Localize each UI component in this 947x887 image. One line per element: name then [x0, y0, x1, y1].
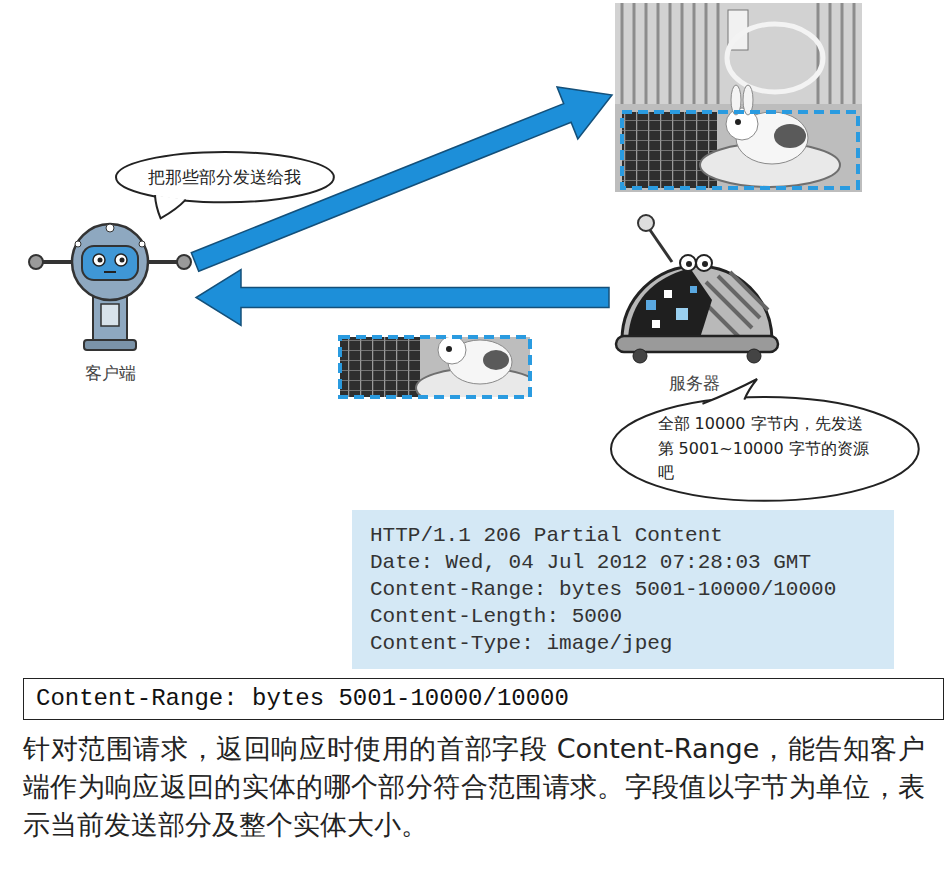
- server-robot-part: [696, 255, 712, 271]
- server-robot-part: [646, 300, 656, 310]
- rabbit-photo-part-part: [853, 3, 856, 110]
- rabbit-photo-part-part: [705, 3, 708, 110]
- client-robot-part: [106, 224, 114, 232]
- partial-content-part: [483, 350, 509, 370]
- client-robot-part: [98, 258, 103, 263]
- header-line: Content-Range: bytes 5001-10000/10000: [36, 684, 931, 714]
- client-robot-part: [120, 258, 125, 263]
- rabbit-photo-part-part: [829, 3, 832, 110]
- header-line: HTTP/1.1 206 Partial Content: [370, 522, 876, 549]
- bubble-tail: [703, 379, 758, 404]
- rabbit-photo-part-part: [681, 3, 684, 110]
- bubble-ellipse: [116, 152, 334, 202]
- rabbit-photo-part: [774, 124, 806, 148]
- rabbit-photo-part-part: [841, 3, 844, 110]
- speech-text: 把那些部分发送给我: [148, 164, 301, 190]
- header-line: Content-Range: bytes 5001-10000/10000: [370, 576, 876, 603]
- client-robot-part: [40, 260, 74, 264]
- client-robot-part: [84, 340, 136, 350]
- client-robot-part: [104, 271, 116, 273]
- speech-bubble: 把那些部分发送给我: [114, 150, 336, 204]
- rabbit-photo-part-part: [817, 3, 820, 110]
- server-node: 服务器: [612, 210, 777, 395]
- rabbit-photo-part-part: [645, 3, 648, 110]
- partial-content: [340, 337, 530, 397]
- server-robot-part: [652, 320, 660, 328]
- rabbit-photo-part-part: [633, 3, 636, 110]
- partial-content-part: [340, 337, 420, 397]
- server-robot: [616, 215, 778, 363]
- client-robot-part: [82, 246, 138, 280]
- rabbit-photo-part-part: [693, 3, 696, 110]
- rabbit-photo-part: [615, 3, 862, 192]
- rabbit-photo-part-part: [669, 3, 672, 110]
- server-robot-part: [628, 268, 712, 338]
- server-robot-part: [690, 286, 697, 293]
- rabbit-photo-part-part: [717, 3, 720, 110]
- server-robot-part: [664, 290, 672, 298]
- bubble-text-block: 把那些部分发送给我: [148, 164, 301, 190]
- rabbit-photo-part-part: [621, 3, 624, 110]
- body-paragraph: 针对范围请求，返回响应时使用的首部字段 Content-Range，能告知客户端…: [23, 730, 925, 844]
- role-label: 服务器: [669, 372, 720, 395]
- client-robot-part: [93, 254, 105, 266]
- speech-bubble: 全部 10000 字节内，先发送第 5001~10000 字节的资源吧: [609, 395, 921, 503]
- rabbit-photo-part: [615, 104, 862, 192]
- rabbit-photo-part-part: [657, 3, 660, 110]
- bubble-text-block: 全部 10000 字节内，先发送第 5001~10000 字节的资源吧: [658, 412, 873, 486]
- server-robot-part: [633, 349, 647, 363]
- rabbit-photo-part: [727, 24, 823, 92]
- server-robot-part: [686, 261, 692, 267]
- role-label: 客户端: [85, 362, 136, 385]
- client-robot: [29, 224, 191, 350]
- client-robot-part: [29, 255, 43, 269]
- rabbit-photo-part: [622, 112, 717, 188]
- client-robot-part: [115, 254, 127, 266]
- response-arrow: [196, 270, 609, 326]
- server-robot-part: [676, 308, 688, 320]
- bubble-tail: [155, 195, 186, 218]
- range-marker: [622, 112, 858, 188]
- bubble-ellipse: [611, 397, 919, 501]
- header-line: Content-Type: image/jpeg: [370, 630, 876, 657]
- client-robot-part: [72, 224, 148, 300]
- http-response-box: HTTP/1.1 206 Partial ContentDate: Wed, 0…: [352, 510, 894, 669]
- server-robot-part: [747, 349, 761, 363]
- rabbit-photo: [615, 3, 862, 192]
- rabbit-photo-part: [735, 119, 741, 125]
- header-line: Content-Length: 5000: [370, 603, 876, 630]
- server-robot-part: [638, 215, 654, 231]
- client-robot-part: [146, 260, 180, 264]
- partial-content-part: [446, 346, 452, 352]
- code-box: Content-Range: bytes 5001-10000/10000: [23, 678, 944, 720]
- partial-content-part: [438, 337, 466, 364]
- speech-text: 全部 10000 字节内，先发送第 5001~10000 字节的资源吧: [658, 412, 873, 486]
- client-robot-part: [139, 241, 145, 247]
- header-line: Date: Wed, 04 Jul 2012 07:28:03 GMT: [370, 549, 876, 576]
- range-marker: [340, 337, 530, 397]
- server-robot-part: [650, 230, 672, 262]
- client-robot-part: [75, 241, 81, 247]
- client-robot-part: [177, 255, 191, 269]
- server-robot-part: [622, 266, 772, 340]
- client-robot-part: [101, 304, 119, 326]
- server-robot-part: [680, 255, 696, 271]
- server-robot-part: [702, 261, 708, 267]
- client-node: 客户端: [28, 200, 193, 385]
